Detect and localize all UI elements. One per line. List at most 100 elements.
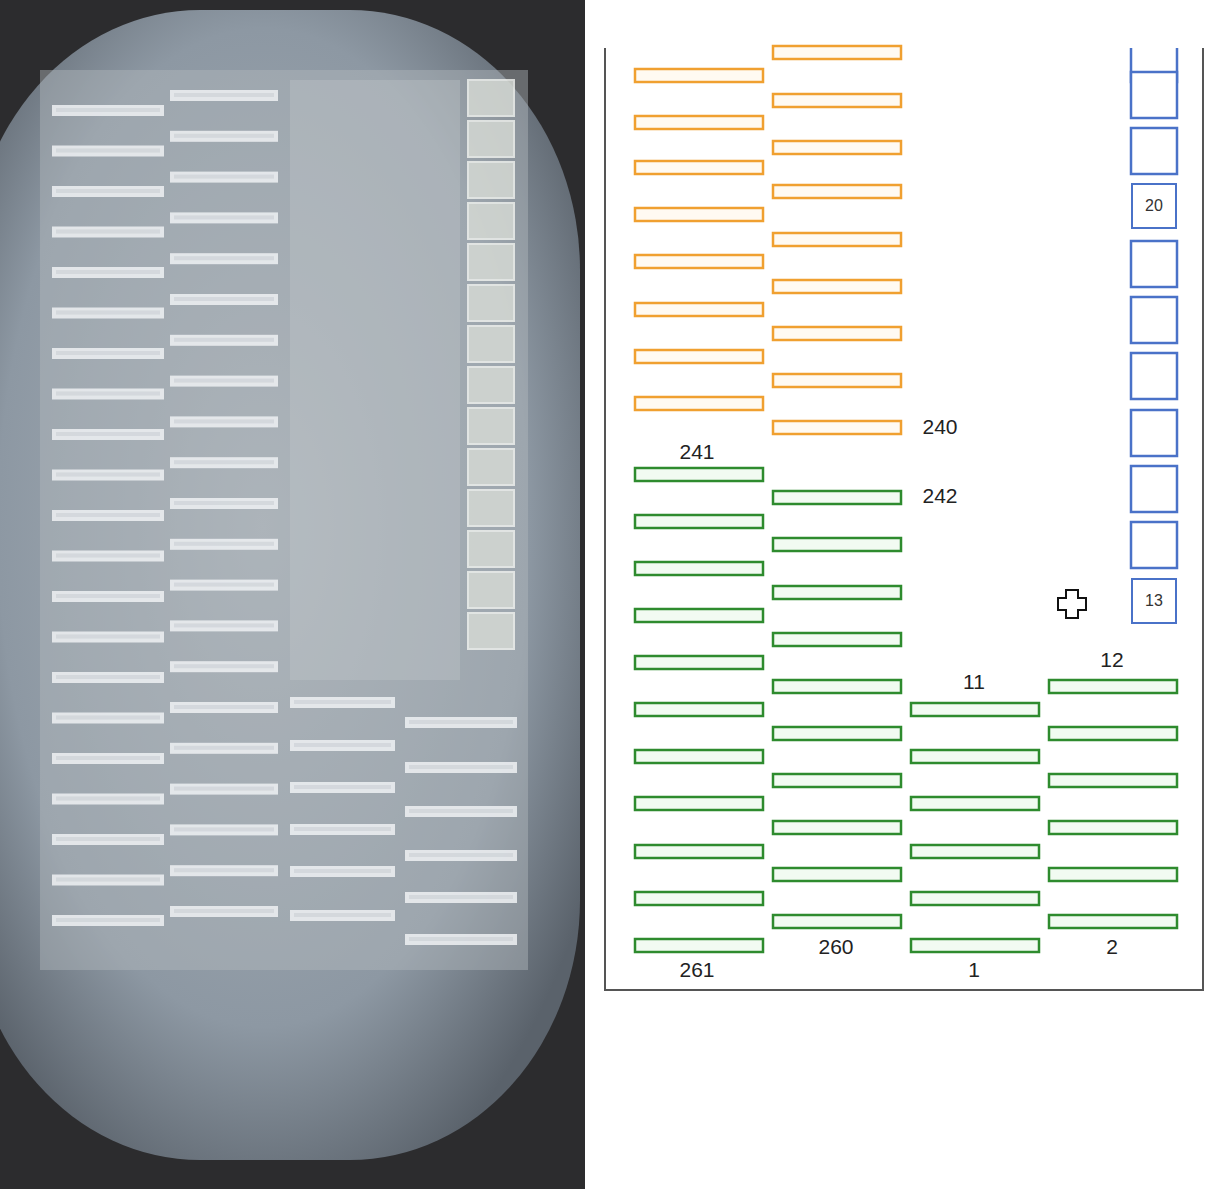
photo-bar [405, 850, 517, 861]
photo-square [468, 121, 514, 157]
pad-rect [635, 703, 763, 716]
photo-bar-texture [174, 297, 274, 301]
photo-bar-texture [409, 853, 513, 857]
pad-square-node: 13 [1131, 578, 1177, 624]
photo-bar-texture [174, 542, 274, 546]
photo-bar-texture [174, 827, 274, 831]
photo-bar-texture [174, 868, 274, 872]
photo-bar-texture [174, 746, 274, 750]
photo-bar-texture [56, 270, 160, 274]
photo-square [468, 449, 514, 485]
photo-bar-texture [56, 837, 160, 841]
photo-bar-texture [409, 937, 513, 941]
pad-rect [635, 845, 763, 858]
photo-bar-texture [174, 134, 274, 138]
pad-square [1131, 466, 1177, 512]
photo-bar [290, 910, 395, 921]
photo-bar-texture [174, 787, 274, 791]
pad-rect [773, 774, 901, 787]
photo-bar [52, 632, 164, 643]
photo-square [468, 613, 514, 649]
pad-number-label: 12 [1100, 648, 1123, 672]
pad-rect [635, 350, 763, 363]
photo-bar-texture [56, 473, 160, 477]
photo-bar [170, 457, 278, 468]
photo-bar [170, 335, 278, 346]
pad-rect [635, 208, 763, 221]
photo-bar-texture [174, 93, 274, 97]
photo-bar-texture [56, 513, 160, 517]
photo-bar [405, 934, 517, 945]
photo-bar [170, 580, 278, 591]
photo-bar [405, 762, 517, 773]
microscope-photo [0, 0, 592, 1189]
photo-bar-texture [56, 149, 160, 153]
chip-area [40, 70, 528, 970]
photo-bar-texture [56, 554, 160, 558]
pad-square [1131, 297, 1177, 343]
pad-rect [635, 656, 763, 669]
diagram-ground [585, 48, 1227, 1189]
photo-bar [170, 376, 278, 387]
pad-rect [635, 797, 763, 810]
diagram-frame [605, 48, 1203, 990]
photo-bar-texture [174, 379, 274, 383]
photo-bar-texture [174, 338, 274, 342]
photo-bar [170, 661, 278, 672]
photo-bar-texture [174, 664, 274, 668]
pad-rect [773, 680, 901, 693]
pad-rect [773, 421, 901, 434]
photo-bar-texture [56, 392, 160, 396]
pad-number-label: 242 [922, 484, 957, 508]
pad-rect [911, 797, 1039, 810]
photo-bar [290, 740, 395, 751]
photo-bar [52, 834, 164, 845]
photo-bar [52, 591, 164, 602]
photo-bar-texture [56, 878, 160, 882]
photo-bar [290, 782, 395, 793]
pad-rect [773, 915, 901, 928]
pad-rect [773, 374, 901, 387]
photo-bar [170, 90, 278, 101]
photo-bar [170, 743, 278, 754]
pad-rect [1049, 680, 1177, 693]
photo-bar [170, 294, 278, 305]
pad-square [1131, 410, 1177, 456]
photo-bar [52, 308, 164, 319]
photo-bars [52, 80, 517, 945]
photo-bar-texture [56, 675, 160, 679]
pad-square [1131, 128, 1177, 174]
pad-rect [773, 46, 901, 59]
photo-square [468, 490, 514, 526]
photo-bar-texture [294, 827, 391, 831]
photo-bar-texture [56, 594, 160, 598]
pad-rect [773, 538, 901, 551]
pad-rect [635, 515, 763, 528]
pad-rect [773, 141, 901, 154]
photo-bar [52, 753, 164, 764]
pad-rect [911, 750, 1039, 763]
photo-bar [405, 717, 517, 728]
top-mask [1125, 0, 1185, 48]
photo-bar-texture [294, 700, 391, 704]
pad-rect [911, 845, 1039, 858]
photo-bar-texture [294, 869, 391, 873]
photo-bar-texture [294, 785, 391, 789]
photo-bar [170, 824, 278, 835]
photo-bar [52, 794, 164, 805]
pad-rect [1049, 868, 1177, 881]
photo-bar-texture [56, 918, 160, 922]
photo-bar [405, 892, 517, 903]
pad-number-label: 241 [679, 440, 714, 464]
photo-bar [170, 620, 278, 631]
pad-rect [911, 892, 1039, 905]
pad-square [1131, 522, 1177, 568]
pad-rect [773, 327, 901, 340]
photo-bar-texture [174, 460, 274, 464]
pad-rect [635, 255, 763, 268]
photo-bar [52, 429, 164, 440]
pad-rect [773, 233, 901, 246]
photo-square [468, 162, 514, 198]
